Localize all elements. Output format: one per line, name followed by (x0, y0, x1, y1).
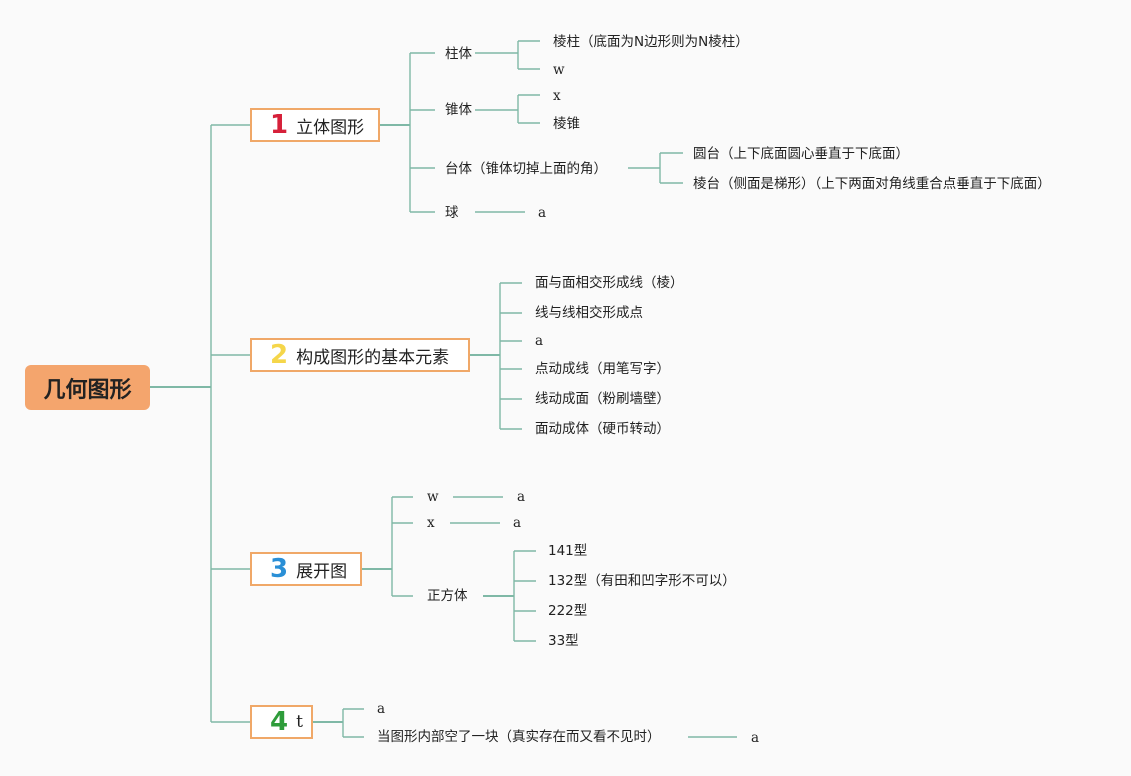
node-dian-dong[interactable]: 点动成线（用笔写字） (535, 361, 670, 377)
node-lengtai[interactable]: 棱台（侧面是梯形）（上下两面对角线重合点垂直于下底面） (693, 176, 1051, 192)
node-222[interactable]: 222型 (548, 603, 588, 619)
node-132[interactable]: 132型（有田和凹字形不可以） (548, 573, 736, 589)
number-3-icon: 3 (270, 554, 289, 584)
node-yuantai[interactable]: 圆台（上下底面圆心垂直于下底面） (693, 146, 909, 162)
node-mian-dong[interactable]: 面动成体（硬币转动） (535, 421, 670, 437)
node-b3-x[interactable]: x (427, 515, 435, 531)
number-4-icon: 4 (270, 707, 289, 737)
node-w[interactable]: w (553, 62, 565, 78)
node-xian-dong[interactable]: 线动成面（粉刷墙壁） (535, 391, 670, 407)
node-b4-a[interactable]: a (377, 701, 386, 717)
node-xian-xian[interactable]: 线与线相交形成点 (535, 305, 643, 321)
node-qiu[interactable]: 球 (445, 205, 459, 221)
number-1-icon: 1 (270, 110, 289, 140)
branch-3-node[interactable]: 3 展开图 (250, 552, 362, 586)
node-b3-x-a[interactable]: a (513, 515, 522, 531)
branch-3-label: 展开图 (296, 561, 348, 582)
node-b3-w[interactable]: w (427, 489, 439, 505)
node-kong-a[interactable]: a (751, 730, 760, 746)
node-a[interactable]: a (535, 333, 544, 349)
branch-1-node[interactable]: 1 立体图形 (250, 108, 380, 142)
branch-2-label: 构成图形的基本元素 (296, 347, 450, 368)
number-2-icon: 2 (270, 340, 289, 370)
node-qiu-a[interactable]: a (538, 205, 547, 221)
node-mian-mian[interactable]: 面与面相交形成线（棱） (535, 275, 684, 291)
root-node[interactable]: 几何图形 (25, 365, 150, 410)
node-33[interactable]: 33型 (548, 633, 579, 649)
branch-1-label: 立体图形 (296, 117, 365, 138)
branch-4-node[interactable]: 4 t (250, 705, 313, 739)
node-kong[interactable]: 当图形内部空了一块（真实存在而又看不见时） (377, 729, 661, 745)
branch-2-node[interactable]: 2 构成图形的基本元素 (250, 338, 470, 372)
node-x[interactable]: x (553, 88, 561, 104)
node-taiti[interactable]: 台体（锥体切掉上面的角） (445, 161, 607, 177)
node-lengzhui[interactable]: 棱锥 (553, 116, 580, 132)
node-zhengfangti[interactable]: 正方体 (427, 588, 468, 604)
node-lengzhu[interactable]: 棱柱（底面为N边形则为N棱柱） (553, 34, 749, 50)
node-zhuti[interactable]: 柱体 (445, 46, 472, 62)
node-141[interactable]: 141型 (548, 543, 588, 559)
node-zhuiti[interactable]: 锥体 (445, 102, 472, 118)
branch-4-label: t (296, 712, 303, 732)
node-b3-w-a[interactable]: a (517, 489, 526, 505)
